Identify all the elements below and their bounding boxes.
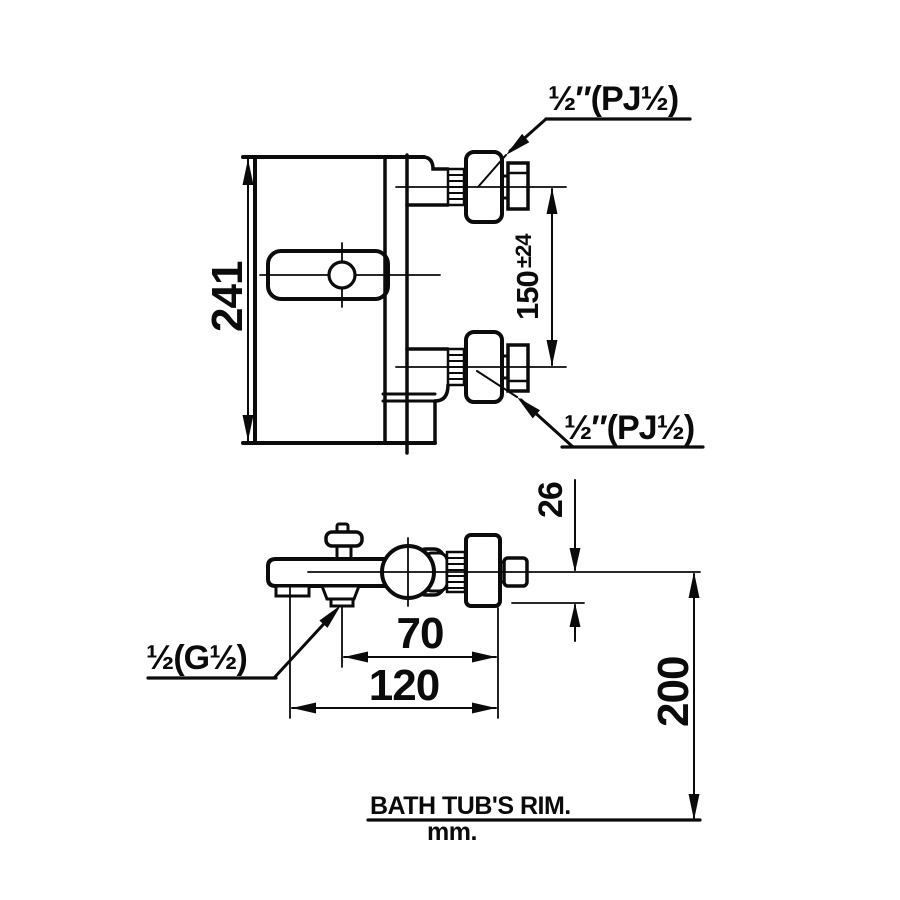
dim-70-arrow-right (472, 651, 496, 663)
bottom-inlet-leader (476, 370, 705, 449)
handle (259, 242, 441, 308)
top-leader-tail (477, 154, 507, 188)
dim-150-tolerance-text: ±24 (511, 233, 536, 268)
bottom-nut (506, 343, 530, 393)
side-thread-lines (446, 557, 466, 589)
side-view (146, 479, 702, 822)
knob-cap (324, 530, 364, 548)
dim-150-text: 150 (510, 271, 545, 320)
top-inlet-leader (477, 117, 692, 188)
bottom-inlet-label: ½″(PJ½) (564, 409, 694, 447)
dim-200-text: 200 (649, 657, 698, 727)
dim-150-arrow-up (546, 188, 558, 214)
dim-120-arrow-right (472, 702, 496, 714)
dim-26-arrow-down (569, 548, 581, 572)
unit-label: mm. (427, 818, 477, 846)
dim-26-textwrap: 26 (532, 482, 570, 518)
outlet-leader-arrow (319, 605, 341, 628)
dim-200-textwrap: 200 (649, 657, 698, 727)
outlet-leader (146, 605, 341, 680)
top-inlet-label: ½″(PJ½) (548, 80, 678, 118)
escutcheon (464, 533, 502, 608)
dim-200-arrow-down (688, 794, 700, 820)
outlet-label: ½(G½) (146, 639, 247, 677)
bottom-leader-arrow (517, 397, 540, 419)
dim-70-arrow-left (344, 651, 368, 663)
top-leader-arrow (506, 133, 530, 155)
diverter-knob (319, 522, 364, 608)
dim-70-text: 70 (397, 609, 444, 658)
top-neck-upper (422, 155, 450, 171)
dim-26 (511, 479, 585, 642)
dim-26-text: 26 (532, 482, 570, 518)
dim-200-arrow-up (688, 572, 700, 598)
knob-stem (335, 544, 353, 561)
dim-26-arrow-up (569, 603, 581, 627)
dim-70-120 (289, 587, 499, 719)
under-nut-base (329, 597, 355, 608)
dim-120-text: 120 (369, 661, 439, 710)
dim-241-text: 241 (203, 261, 252, 332)
body-outline (241, 153, 450, 455)
bathtub-rim-label: BATH TUB'S RIM. (370, 792, 571, 820)
dim-241-arrow-up (242, 159, 254, 185)
dim-150-textwrap: 150 ±24 (510, 233, 545, 320)
dim-241-textwrap: 241 (203, 261, 252, 332)
bottom-leader-tail (476, 370, 518, 398)
under-nut (319, 584, 362, 601)
bottom-neck-lower (433, 383, 450, 403)
handle-screw-circle (327, 260, 357, 290)
dim-200 (688, 572, 700, 820)
dim-150-arrow-down (546, 340, 558, 366)
outlet-leader-line (272, 613, 334, 680)
spout-outlet (274, 584, 311, 598)
top-nut (506, 161, 530, 211)
dim-241 (242, 158, 254, 442)
dim-241-arrow-down (242, 415, 254, 441)
bottom-inlet-fitting (395, 330, 567, 404)
dim-120-arrow-left (292, 702, 316, 714)
dim-150 (546, 188, 558, 366)
front-view (241, 117, 705, 455)
